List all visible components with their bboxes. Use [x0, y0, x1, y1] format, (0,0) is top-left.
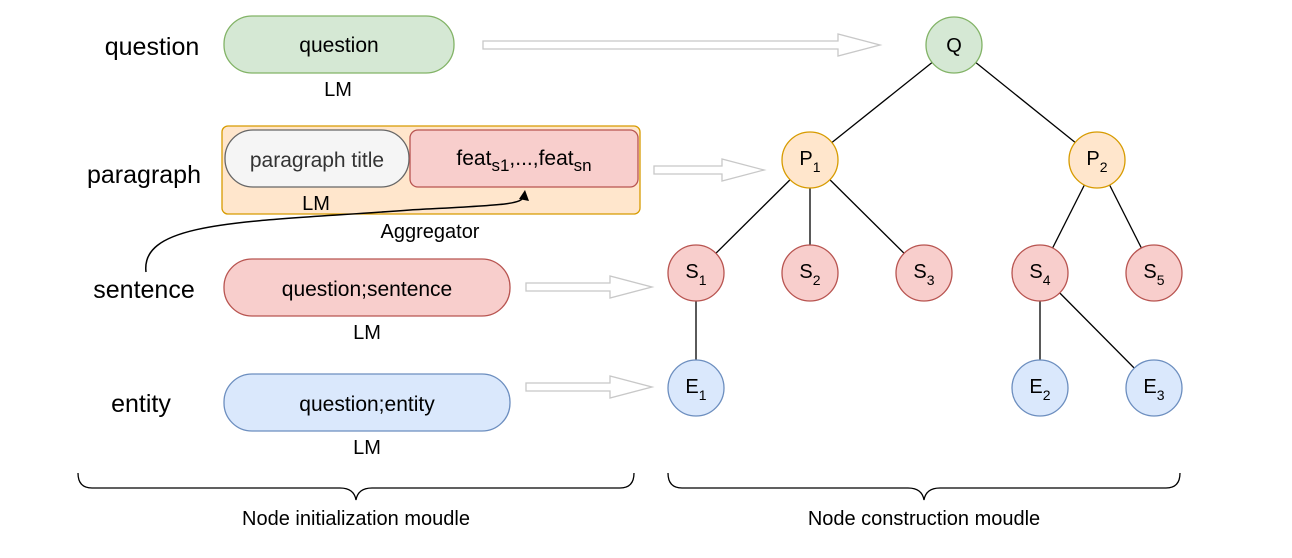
- feat-main-2: feat: [539, 147, 574, 170]
- edge-q-p1: [809, 44, 955, 161]
- node-s4-circle: [1011, 244, 1069, 302]
- lm-label-question: LM: [324, 79, 352, 101]
- node-p1-main: P: [799, 148, 812, 170]
- node-p2: P2: [1068, 131, 1126, 189]
- sentence-pill: [223, 258, 511, 317]
- node-s1-sub: 1: [699, 272, 707, 288]
- node-s4: S4: [1011, 244, 1069, 302]
- entity-flow-arrow: [525, 375, 655, 399]
- node-e1: E1: [667, 359, 725, 417]
- feat-pill-label: feats1,...,featsn: [456, 147, 591, 175]
- left-brace: [77, 472, 635, 501]
- row-label-paragraph: paragraph: [87, 161, 201, 189]
- node-s1-main: S: [685, 261, 698, 283]
- node-e1-sub: 1: [699, 387, 707, 403]
- node-e1-label: E1: [685, 376, 706, 403]
- edge-q-p2: [953, 44, 1098, 161]
- node-p1-circle: [781, 131, 839, 189]
- node-p1-sub: 1: [813, 159, 821, 175]
- feat-sep: ,...,: [509, 147, 538, 170]
- paragraph-title-label: paragraph title: [250, 149, 384, 172]
- node-s5-sub: 5: [1157, 272, 1165, 288]
- node-e1-circle: [667, 359, 725, 417]
- node-e3-label: E3: [1143, 376, 1164, 403]
- node-s3-circle: [895, 244, 953, 302]
- right-brace: [667, 472, 1181, 501]
- paragraph-flow-arrow: [653, 158, 767, 182]
- feat-sub-2: sn: [574, 156, 592, 175]
- row-label-entity: entity: [111, 390, 171, 418]
- right-brace-label: Node construction moudle: [808, 508, 1040, 530]
- feat-main-1: feat: [456, 147, 491, 170]
- node-p1-label: P1: [799, 148, 820, 175]
- node-p2-sub: 2: [1100, 159, 1108, 175]
- node-s2-circle: [781, 244, 839, 302]
- node-s4-main: S: [1029, 261, 1042, 283]
- node-q-label: Q: [946, 35, 962, 57]
- node-s3-main: S: [913, 261, 926, 283]
- node-e2-main: E: [1029, 376, 1042, 398]
- node-p1: P1: [781, 131, 839, 189]
- question-pill-label: question: [299, 34, 378, 57]
- node-s5-circle: [1125, 244, 1183, 302]
- feat-pill: [409, 129, 639, 188]
- node-e3-circle: [1125, 359, 1183, 417]
- node-q: Q: [925, 16, 983, 74]
- aggregation-arrowhead: [519, 190, 529, 201]
- lm-label-entity: LM: [353, 437, 381, 459]
- node-p2-label: P2: [1086, 148, 1107, 175]
- entity-pill-label: question;entity: [299, 393, 435, 416]
- node-q-main: Q: [946, 35, 962, 57]
- aggregation-curve-arrow: [145, 195, 525, 273]
- aggregator-label: Aggregator: [381, 221, 480, 243]
- entity-pill: [223, 373, 511, 432]
- node-s1-label: S1: [685, 261, 706, 288]
- node-s1-circle: [667, 244, 725, 302]
- node-s3: S3: [895, 244, 953, 302]
- node-e2-label: E2: [1029, 376, 1050, 403]
- node-p2-main: P: [1086, 148, 1099, 170]
- node-s4-sub: 4: [1043, 272, 1051, 288]
- tree-edges: [695, 44, 1155, 389]
- question-flow-arrow: [482, 33, 883, 57]
- sentence-pill-label: question;sentence: [282, 278, 452, 301]
- node-e1-main: E: [685, 376, 698, 398]
- node-p2-circle: [1068, 131, 1126, 189]
- feat-sub-1: s1: [491, 156, 509, 175]
- node-s2-main: S: [799, 261, 812, 283]
- node-e2-circle: [1011, 359, 1069, 417]
- node-s4-label: S4: [1029, 261, 1050, 288]
- node-s2-label: S2: [799, 261, 820, 288]
- node-s3-sub: 3: [927, 272, 935, 288]
- row-label-question: question: [105, 33, 200, 61]
- question-pill: [223, 15, 455, 74]
- lm-label-paragraph: LM: [302, 193, 330, 215]
- node-s1: S1: [667, 244, 725, 302]
- node-q-circle: [925, 16, 983, 74]
- node-e2: E2: [1011, 359, 1069, 417]
- sentence-flow-arrow: [525, 275, 655, 299]
- node-e3-main: E: [1143, 376, 1156, 398]
- node-s5-main: S: [1143, 261, 1156, 283]
- node-s2-sub: 2: [813, 272, 821, 288]
- node-e3-sub: 3: [1157, 387, 1165, 403]
- lm-label-sentence: LM: [353, 322, 381, 344]
- node-s2: S2: [781, 244, 839, 302]
- node-s5-label: S5: [1143, 261, 1164, 288]
- paragraph-title-pill: [224, 129, 410, 188]
- node-s5: S5: [1125, 244, 1183, 302]
- row-label-sentence: sentence: [93, 276, 194, 304]
- node-s3-label: S3: [913, 261, 934, 288]
- left-brace-label: Node initialization moudle: [242, 508, 470, 530]
- node-e2-sub: 2: [1043, 387, 1051, 403]
- node-e3: E3: [1125, 359, 1183, 417]
